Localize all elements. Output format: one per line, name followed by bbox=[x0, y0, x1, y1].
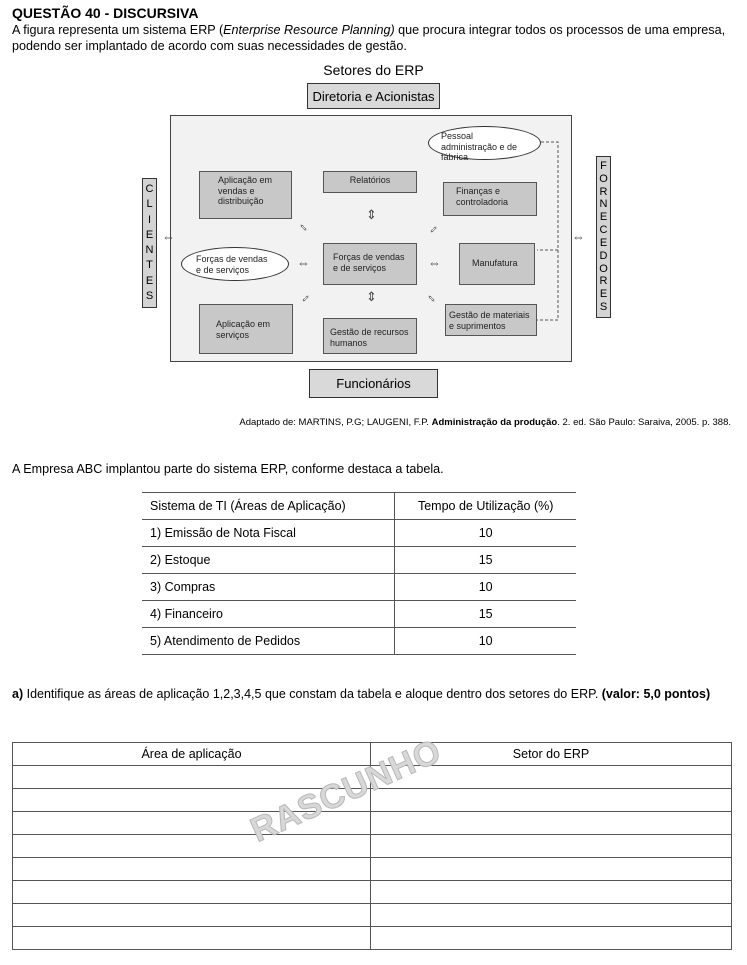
answer-row[interactable] bbox=[12, 834, 732, 858]
answer-cell[interactable] bbox=[370, 811, 732, 835]
answer-cell[interactable] bbox=[12, 903, 371, 927]
answer-row[interactable] bbox=[12, 765, 732, 789]
box-center-sales-forces: Forças de vendas e de serviços bbox=[323, 243, 417, 285]
table-cell: 2) Estoque bbox=[142, 546, 395, 574]
arrow-clients: ⇔ bbox=[162, 229, 175, 244]
answer-cell[interactable] bbox=[12, 926, 371, 950]
box-human-resources: Gestão de recursos humanos bbox=[323, 318, 417, 354]
answer-cell[interactable] bbox=[370, 903, 732, 927]
ellipse-sales-forces: Forças de vendas e de serviços bbox=[181, 247, 289, 281]
source-citation: Adaptado de: MARTINS, P.G; LAUGENI, F.P.… bbox=[239, 417, 731, 428]
answer-cell[interactable] bbox=[370, 926, 732, 950]
table-header: Sistema de TI (Áreas de Aplicação) bbox=[142, 492, 395, 520]
box-reports: Relatórios bbox=[323, 171, 417, 193]
answer-cell[interactable] bbox=[370, 788, 732, 812]
answer-cell[interactable] bbox=[12, 765, 371, 789]
arrow-hr: ⇕ bbox=[366, 289, 377, 304]
answer-cell[interactable] bbox=[12, 788, 371, 812]
usage-table: Sistema de TI (Áreas de Aplicação) Tempo… bbox=[142, 492, 576, 655]
table-intro: A Empresa ABC implantou parte do sistema… bbox=[12, 462, 444, 476]
table-cell: 1) Emissão de Nota Fiscal bbox=[142, 519, 395, 547]
arrow-sales-forces: ⇔ bbox=[297, 255, 310, 270]
table-cell: 10 bbox=[394, 519, 576, 547]
answer-cell[interactable] bbox=[12, 857, 371, 881]
table-header: Tempo de Utilização (%) bbox=[394, 492, 576, 520]
employees-box: Funcionários bbox=[309, 369, 438, 398]
answer-row[interactable] bbox=[12, 857, 732, 881]
answer-cell[interactable] bbox=[12, 880, 371, 904]
ellipse-staff: Pessoal administração e de fábrica bbox=[428, 126, 541, 162]
answer-cell[interactable] bbox=[12, 811, 371, 835]
table-cell: 5) Atendimento de Pedidos bbox=[142, 627, 395, 655]
table-cell: 3) Compras bbox=[142, 573, 395, 601]
answer-row[interactable] bbox=[12, 811, 732, 835]
answer-row[interactable] bbox=[12, 788, 732, 812]
directors-box: Diretoria e Acionistas bbox=[307, 83, 440, 109]
question-title: QUESTÃO 40 - DISCURSIVA bbox=[12, 5, 199, 21]
arrow-manufacturing: ⇔ bbox=[428, 255, 441, 270]
answer-cell[interactable] bbox=[370, 857, 732, 881]
table-cell: 10 bbox=[394, 627, 576, 655]
box-materials: Gestão de materiais e suprimentos bbox=[445, 304, 537, 336]
answer-table: Área de aplicação Setor do ERP bbox=[12, 742, 732, 950]
table-cell: 15 bbox=[394, 600, 576, 628]
table-cell: 15 bbox=[394, 546, 576, 574]
answer-row[interactable] bbox=[12, 926, 732, 950]
diagram-arrows bbox=[537, 141, 559, 321]
table-row: 2) Estoque 15 bbox=[142, 546, 576, 574]
question-a: a) Identifique as áreas de aplicação 1,2… bbox=[12, 687, 711, 701]
answer-cell[interactable] bbox=[370, 880, 732, 904]
arrow-reports: ⇕ bbox=[366, 207, 377, 222]
table-row: 1) Emissão de Nota Fiscal 10 bbox=[142, 519, 576, 547]
box-service-application: Aplicação em serviços bbox=[199, 304, 293, 354]
table-row: 3) Compras 10 bbox=[142, 573, 576, 601]
question-intro: A figura representa um sistema ERP (Ente… bbox=[12, 23, 726, 53]
diagram-title: Setores do ERP bbox=[323, 62, 424, 78]
table-cell: 4) Financeiro bbox=[142, 600, 395, 628]
box-finance: Finanças e controladoria bbox=[443, 182, 537, 216]
answer-cell[interactable] bbox=[12, 834, 371, 858]
arrow-suppliers: ⇔ bbox=[572, 229, 585, 244]
table-row: 5) Atendimento de Pedidos 10 bbox=[142, 627, 576, 655]
box-sales-distribution: Aplicação em vendas e distribuição bbox=[199, 171, 292, 219]
answer-header: Área de aplicação bbox=[12, 742, 371, 766]
table-cell: 10 bbox=[394, 573, 576, 601]
answer-row[interactable] bbox=[12, 903, 732, 927]
box-manufacturing: Manufatura bbox=[459, 243, 535, 285]
answer-row[interactable] bbox=[12, 880, 732, 904]
table-row: 4) Financeiro 15 bbox=[142, 600, 576, 628]
answer-cell[interactable] bbox=[370, 834, 732, 858]
table-header-row: Sistema de TI (Áreas de Aplicação) Tempo… bbox=[142, 492, 576, 520]
